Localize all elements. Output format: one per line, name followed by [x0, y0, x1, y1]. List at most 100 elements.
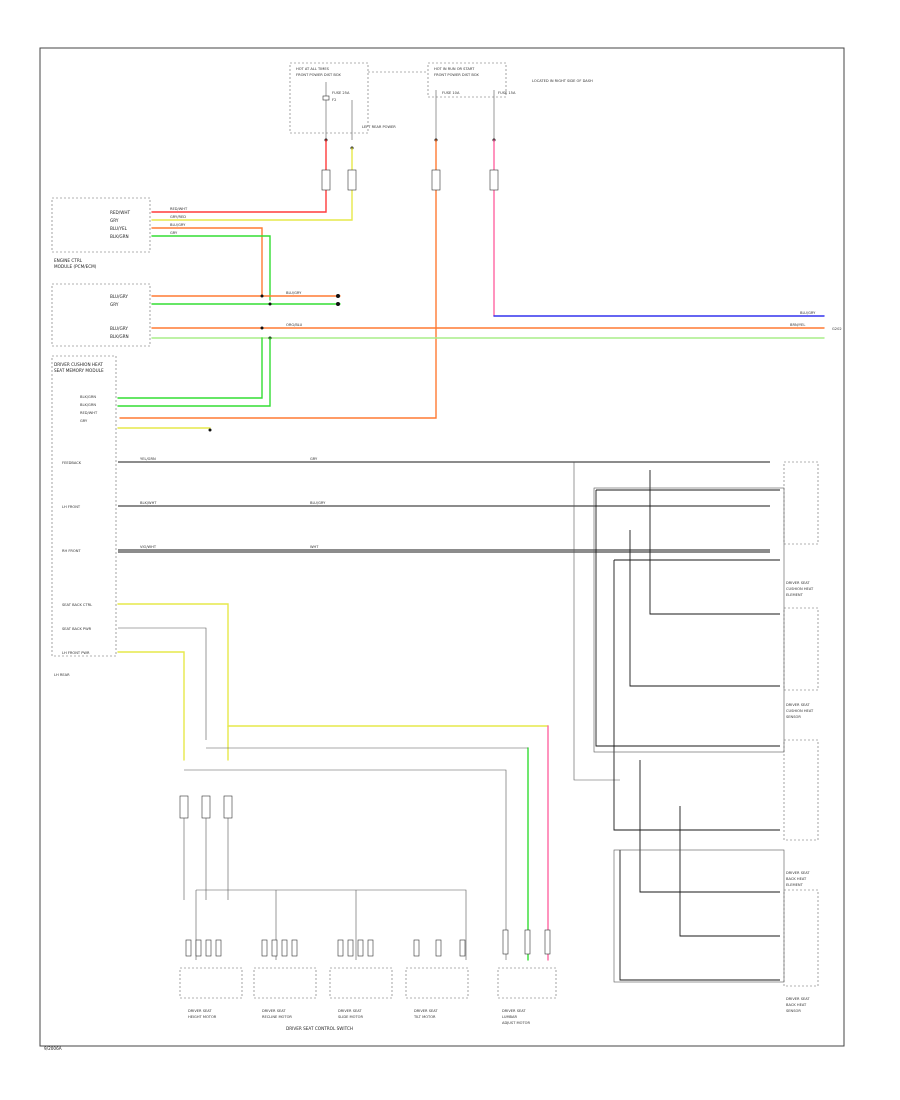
motor-1-sub: HEIGHT MOTOR — [188, 1015, 217, 1019]
footer-code: 9/2006A — [44, 1046, 62, 1051]
motor-2-sub: RECLINE MOTOR — [262, 1015, 292, 1019]
wire-green-mm1 — [117, 337, 263, 399]
right-comp-3: DRIVER SEAT BACK HEAT ELEMENT — [783, 739, 819, 887]
mm-name: DRIVER CUSHION HEAT — [54, 362, 103, 367]
diagram-frame — [39, 47, 845, 1047]
fuse-right-a: FUSE 10A — [442, 91, 460, 95]
rc-2-sub: CUSHION HEAT — [786, 709, 814, 713]
motor-slide: DRIVER SEAT SLIDE MOTOR — [329, 967, 393, 1019]
module-heated-seat: BLU/GRY GRY BLU/GRY BLK/GRN — [51, 283, 151, 347]
fuse-left-pin: F2 — [332, 98, 336, 102]
wire-green-ul — [151, 235, 271, 301]
ul-pin-3: BLU/YEL — [110, 226, 128, 231]
rc-4-sub: BACK HEAT — [786, 1003, 807, 1007]
fuse-block-left: HOT AT ALL TIMES FRONT POWER DIST BOX FU… — [289, 62, 396, 134]
ul-module-sub: MODULE (PCM/ECM) — [54, 264, 97, 269]
wl-3: BLU/GRY — [170, 223, 186, 227]
rc-1-sub: CUSHION HEAT — [786, 587, 814, 591]
wl-b6: WHT — [310, 545, 319, 549]
right-comp-2: DRIVER SEAT CUSHION HEAT SENSOR — [783, 607, 819, 719]
motor-2-name: DRIVER SEAT — [262, 1009, 286, 1013]
rc-2-name: DRIVER SEAT — [786, 703, 810, 707]
rc-3-sub2: ELEMENT — [786, 883, 804, 887]
motor-4-sub: TILT MOTOR — [413, 1015, 436, 1019]
wl-4: GRY — [170, 231, 178, 235]
motor-1-name: DRIVER SEAT — [188, 1009, 212, 1013]
ml-pin-2: GRY — [110, 302, 119, 307]
fuse-left-a: FUSE 25A — [332, 91, 350, 95]
ul-pin-4: BLK/GRN — [110, 234, 129, 239]
right-comp-1: DRIVER SEAT CUSHION HEAT ELEMENT — [783, 461, 819, 597]
ul-module-name: ENGINE CTRL — [54, 258, 83, 263]
mm-pin-11: LH REAR — [54, 673, 70, 677]
mm-pin-10: LH FRONT PWR — [62, 651, 90, 655]
switch-label: DRIVER SEAT CONTROL SWITCH — [286, 1026, 353, 1031]
mm-pin-4: GRY — [80, 419, 88, 423]
fuse-right-note: LOCATED IN RIGHT SIDE OF DASH — [532, 79, 593, 83]
motor-lumbar: DRIVER SEAT LUMBAR ADJUST MOTOR — [497, 967, 557, 1025]
wire-yellow-down — [117, 603, 549, 727]
wl-b4: GRY — [310, 457, 318, 461]
mm-pin-2: BLK/GRN — [80, 403, 96, 407]
wire-gray-down-1 — [118, 627, 207, 740]
motor-tilt: DRIVER SEAT TILT MOTOR — [405, 967, 469, 1019]
rc-3-name: DRIVER SEAT — [786, 871, 810, 875]
rc-1-sub2: ELEMENT — [786, 593, 804, 597]
rc-1-name: DRIVER SEAT — [786, 581, 810, 585]
wl-b1: YEL/GRN — [140, 457, 156, 461]
wl-b5: BLU/GRY — [310, 501, 326, 505]
ml-pin-4: BLK/GRN — [110, 334, 129, 339]
mm-sub: SEAT MEMORY MODULE — [54, 368, 104, 373]
mm-pin-9: SEAT BACK PWR — [62, 627, 92, 631]
rc-3-sub: BACK HEAT — [786, 877, 807, 881]
wire-yellow-down-2 — [117, 651, 185, 761]
wire-red-feed — [151, 139, 327, 213]
fuse-left-b: LEFT REAR POWER — [362, 125, 396, 129]
module-seat-memory: DRIVER CUSHION HEAT SEAT MEMORY MODULE B… — [51, 355, 117, 677]
wl-r-2: BLU/GRY — [800, 311, 816, 315]
rc-4-name: DRIVER SEAT — [786, 997, 810, 1001]
motor-pins — [185, 929, 551, 957]
motor-5-name: DRIVER SEAT — [502, 1009, 526, 1013]
rc-4-sub2: SENSOR — [786, 1009, 801, 1013]
mm-pin-1: BLK/GRN — [80, 395, 96, 399]
mm-pin-3: RED/WHT — [80, 411, 98, 415]
right-comp-4: DRIVER SEAT BACK HEAT SENSOR — [783, 889, 819, 1013]
side-note: G202 — [832, 327, 842, 331]
ml-pin-1: BLU/GRY — [110, 294, 128, 299]
wl-2: GRY/RED — [170, 215, 186, 219]
fuse-left-subtitle: FRONT POWER DIST BOX — [296, 73, 341, 77]
right-harness-1 — [573, 462, 620, 781]
motor-5-sub: LUMBAR — [502, 1015, 517, 1019]
wire-orange-feed — [119, 139, 437, 419]
wl-ml-1: BLU/GRY — [286, 291, 302, 295]
ul-pin-2: GRY — [110, 218, 119, 223]
motor-5-sub2: ADJUST MOTOR — [502, 1021, 530, 1025]
fuse-right-b: FUSE 15A — [498, 91, 516, 95]
rc-2-sub2: SENSOR — [786, 715, 801, 719]
wl-ml-2: ORG/BLU — [286, 323, 303, 327]
wire-orange-ul — [151, 227, 263, 297]
fuse-right-subtitle: FRONT POWER DIST BOX — [434, 73, 479, 77]
motor-recline: DRIVER SEAT RECLINE MOTOR — [253, 967, 317, 1019]
ml-pin-3: BLU/GRY — [110, 326, 128, 331]
mm-pin-7: RH FRONT — [62, 549, 81, 553]
motor-3-sub: SLIDE MOTOR — [338, 1015, 363, 1019]
fuse-left-title: HOT AT ALL TIMES — [296, 67, 330, 71]
motor-3-name: DRIVER SEAT — [338, 1009, 362, 1013]
fuse-block-right: HOT IN RUN OR START FRONT POWER DIST BOX… — [368, 62, 593, 98]
wl-r-1: BRN/YEL — [790, 323, 805, 327]
mm-pin-8: SEAT BACK CTRL — [62, 603, 92, 607]
motor-height: DRIVER SEAT HEIGHT MOTOR — [179, 967, 243, 1019]
wl-b2: BLK/WHT — [140, 501, 157, 505]
wire-gray-bus-2 — [184, 769, 507, 960]
motor-bus-top — [196, 889, 467, 960]
wl-b3: VIO/WHT — [140, 545, 157, 549]
mm-pin-5: FEEDBACK — [62, 461, 82, 465]
motor-4-name: DRIVER SEAT — [414, 1009, 438, 1013]
wire-green-mm2 — [117, 337, 271, 407]
mm-pin-6: LH FRONT — [62, 505, 81, 509]
ul-pin-1: RED/WHT — [110, 210, 130, 215]
fuse-right-title: HOT IN RUN OR START — [434, 67, 475, 71]
